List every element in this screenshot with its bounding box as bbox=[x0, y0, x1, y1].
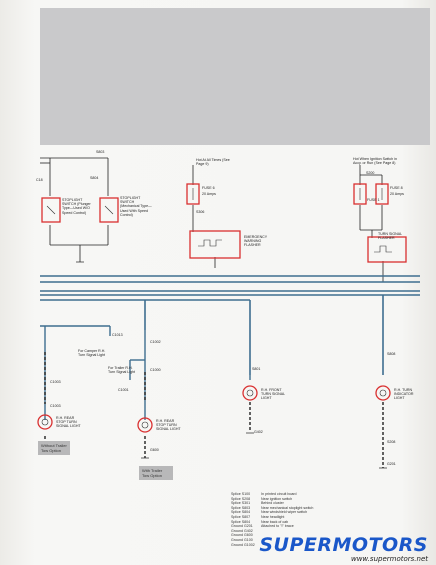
label-g201: G201 bbox=[387, 462, 396, 466]
label-s804: S804 bbox=[90, 176, 99, 180]
label-c1003b: C1003 bbox=[50, 404, 61, 408]
legend-row: Ground G100 bbox=[231, 537, 253, 542]
label-turn-flasher: TURN SIGNAL FLASHER bbox=[378, 232, 403, 241]
label-s801: S801 bbox=[252, 367, 261, 371]
watermark: SUPERMOTORS www.supermotors.net bbox=[259, 535, 428, 563]
header-block bbox=[40, 8, 430, 145]
fuse-8-highlight bbox=[375, 183, 389, 205]
emergency-flasher-highlight bbox=[189, 230, 241, 259]
label-rh-rear-2: R.H. REAR STOP TURN SIGNAL LIGHT bbox=[156, 419, 181, 432]
label-fuse-8: FUSE 8 bbox=[390, 186, 403, 190]
watermark-url: www.supermotors.net bbox=[350, 555, 428, 563]
stoplight-switch-1-highlight bbox=[41, 197, 61, 223]
label-c18: C18 bbox=[36, 178, 43, 182]
rh-indicator-lamp-highlight bbox=[375, 385, 391, 401]
label-c1013: C1013 bbox=[112, 333, 123, 337]
label-fuse-1: FUSE 1 bbox=[367, 198, 380, 202]
label-s808: S808 bbox=[387, 352, 396, 356]
rh-front-lamp-highlight bbox=[242, 385, 258, 401]
legend-row: Ground G600 bbox=[231, 533, 253, 538]
fuse-1-highlight bbox=[353, 183, 367, 205]
legend-row: Ground G1002 bbox=[231, 542, 255, 547]
rh-rear-lamp-2-highlight bbox=[137, 417, 153, 433]
label-fuse-6: FUSE 6 bbox=[202, 186, 215, 190]
label-rh-turn-ind: R.H. TURN INDICATOR LIGHT bbox=[394, 388, 414, 401]
label-stoplight-switch-1: STOPLIGHT SWITCH (Plunger Type—Used W/O … bbox=[62, 198, 91, 215]
label-fuse-8-amps: 20 Amps bbox=[390, 192, 404, 196]
highlighted-components bbox=[37, 183, 407, 433]
label-c1001: C1001 bbox=[118, 388, 129, 392]
label-for-trailer: For Trailer R.H. Turn Signal Light bbox=[108, 366, 136, 375]
label-fuse-6-amps: 20 Amps bbox=[202, 192, 216, 196]
label-s208: S208 bbox=[387, 440, 396, 444]
turn-flasher-highlight bbox=[367, 236, 407, 263]
label-s803: S803 bbox=[96, 150, 105, 154]
fuse-6-highlight bbox=[186, 183, 200, 205]
ground-symbols bbox=[41, 261, 387, 469]
lower-dashes bbox=[44, 352, 384, 468]
label-rh-front: R.H. FRONT TURN SIGNAL LIGHT bbox=[261, 388, 286, 401]
note-with-trailer: With Trailer Tow Option bbox=[139, 466, 173, 480]
label-g402: G402 bbox=[254, 430, 263, 434]
label-emergency-flasher: EMERGENCY WARNING FLASHER bbox=[244, 235, 268, 248]
label-s306: S306 bbox=[196, 210, 205, 214]
legend-row: Ground G402 bbox=[231, 528, 253, 533]
label-stoplight-switch-2: STOPLIGHT SWITCH (Mechanical Type—Used W… bbox=[120, 196, 152, 217]
note-without-trailer: Without Trailer Tow Option bbox=[38, 441, 70, 455]
label-c1003: C1003 bbox=[50, 380, 61, 384]
label-rh-rear-1: R.H. REAR STOP TURN SIGNAL LIGHT bbox=[56, 416, 81, 429]
label-g600: G600 bbox=[150, 448, 159, 452]
label-hot-ign: Hot When Ignition Switch in Accy. or Run… bbox=[353, 157, 397, 166]
upper-wiring bbox=[40, 157, 384, 282]
label-hot-at-all-times: Hot At All Times (See Page 9) bbox=[196, 158, 230, 167]
rh-rear-lamp-1-highlight bbox=[37, 414, 53, 430]
label-c1002: C1002 bbox=[150, 340, 161, 344]
component-internals bbox=[41, 188, 392, 429]
label-c1000: C1000 bbox=[150, 368, 161, 372]
label-s200: S200 bbox=[366, 171, 375, 175]
stoplight-switch-2-highlight bbox=[99, 197, 119, 223]
watermark-logo: SUPERMOTORS bbox=[259, 534, 428, 556]
label-for-camper: For Camper R.H. Turn Signal Light bbox=[78, 349, 106, 358]
blue-bus-lines bbox=[40, 275, 420, 375]
